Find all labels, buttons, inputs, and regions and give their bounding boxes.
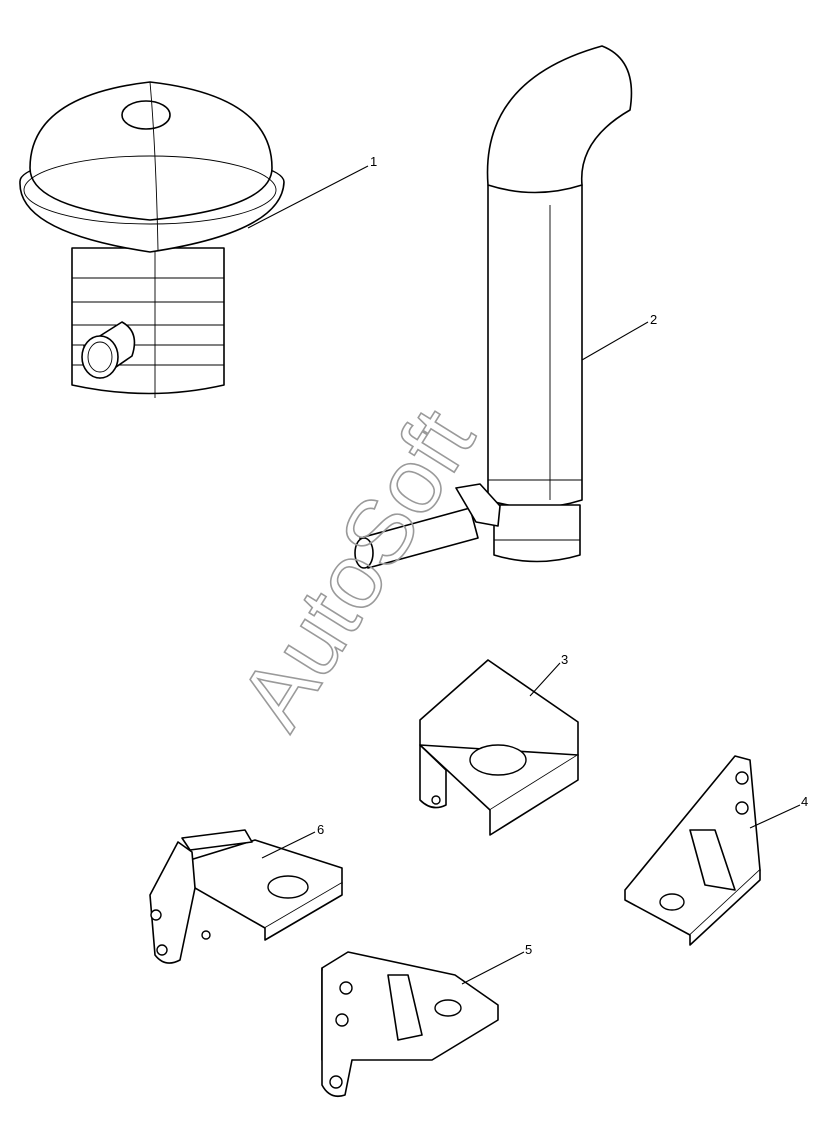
- callout-leaders: [247, 165, 801, 985]
- callout-1: 1: [370, 154, 377, 169]
- part-6-bracket: [149, 829, 343, 964]
- part-1-air-cleaner: [19, 81, 285, 398]
- part-5-gusset-bracket: [321, 951, 499, 1098]
- part-4-gusset-bracket: [624, 755, 761, 946]
- callout-2: 2: [650, 312, 657, 327]
- part-3-bracket: [419, 659, 579, 836]
- callout-6: 6: [317, 822, 324, 837]
- callout-4: 4: [801, 794, 808, 809]
- callout-5: 5: [525, 942, 532, 957]
- callout-3: 3: [561, 652, 568, 667]
- part-2-exhaust-stack: [354, 45, 633, 569]
